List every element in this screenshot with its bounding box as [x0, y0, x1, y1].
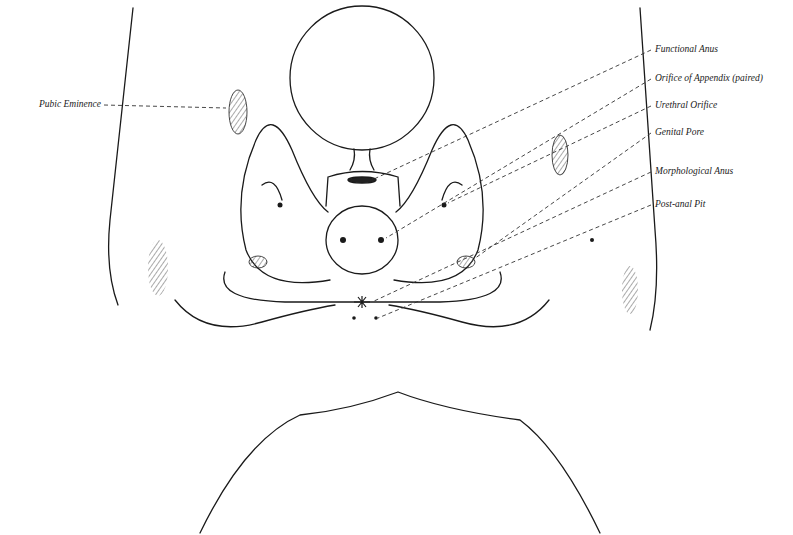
central-lobe: [326, 206, 398, 274]
functional-anus-slit: [348, 177, 376, 183]
leader-line: [474, 133, 651, 259]
morphological-anus-mark: [354, 296, 370, 308]
lobe-fold: [262, 182, 462, 200]
leader-line: [104, 105, 226, 108]
round-mass: [290, 6, 434, 150]
left-lobe: [241, 125, 330, 283]
right-lobe: [394, 125, 483, 283]
part-label: Genital Pore: [655, 127, 704, 137]
leg-outline: [200, 392, 600, 533]
part-label: Pubic Eminence: [39, 99, 101, 109]
shading: [148, 240, 168, 296]
pubic-eminence: [229, 90, 247, 134]
dot: [590, 238, 594, 242]
genital-pore: [249, 256, 267, 268]
appendix-orifice: [340, 237, 346, 243]
leader-line: [374, 50, 651, 179]
part-label: Orifice of Appendix (paired): [655, 73, 763, 83]
anal-segment: [326, 172, 400, 207]
pubic-eminence: [552, 135, 568, 175]
leader-line: [378, 205, 651, 318]
part-label: Post-anal Pit: [655, 199, 705, 209]
leader-line: [386, 79, 651, 238]
part-label: Morphological Anus: [655, 166, 733, 176]
part-label: Urethral Orifice: [655, 100, 717, 110]
stalk: [350, 149, 374, 170]
post-anal-pit: [352, 316, 356, 320]
body-side: [109, 8, 133, 305]
appendix-orifice: [378, 237, 384, 243]
part-label: Functional Anus: [655, 44, 718, 54]
shading: [622, 266, 638, 314]
leader-line: [372, 172, 651, 302]
body-side: [640, 8, 657, 330]
post-anal-pit: [374, 316, 378, 320]
urethral-orifice: [278, 203, 283, 208]
